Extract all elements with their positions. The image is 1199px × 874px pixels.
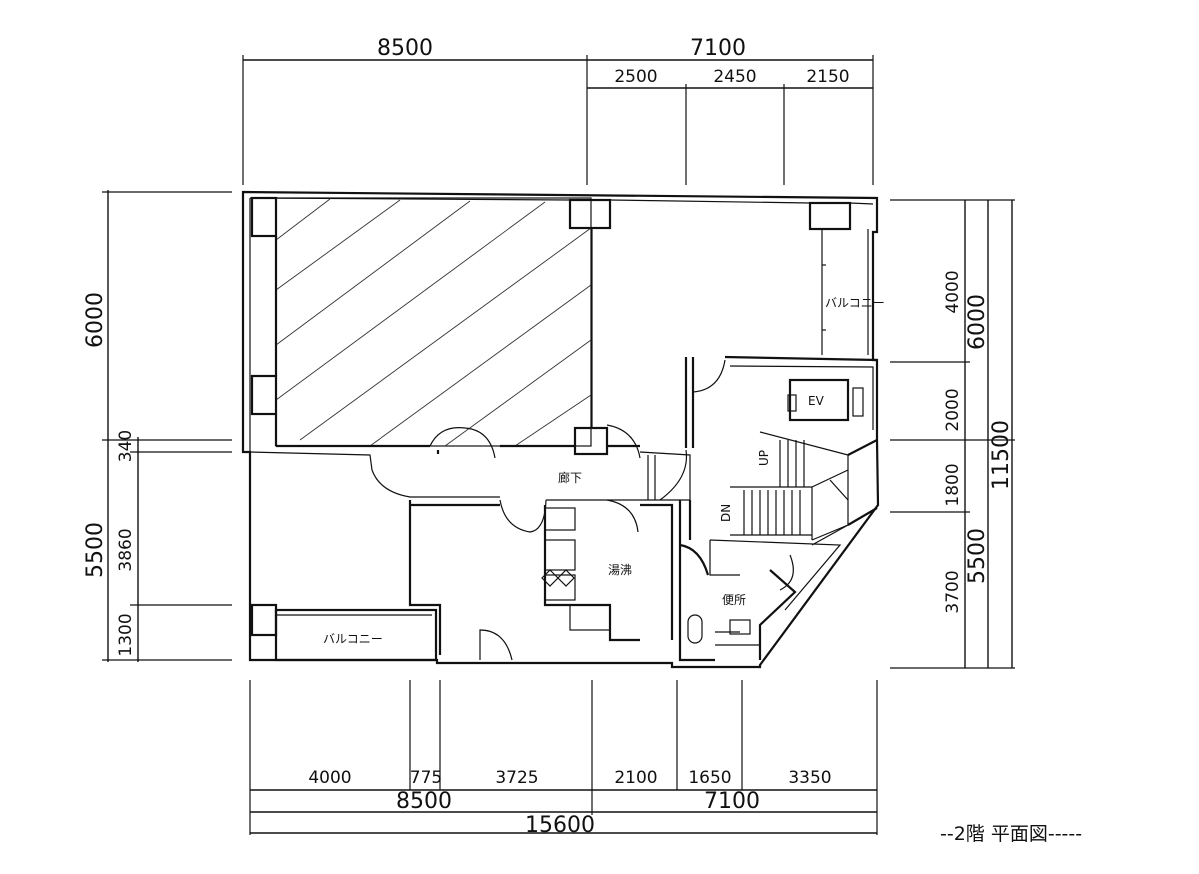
room-label-toilet: 便所 [722,593,746,607]
room-label-corridor: 廊下 [558,470,582,485]
toilet-area: 便所 [678,540,797,662]
dim-bottom-4000: 4000 [308,768,351,788]
dim-bottom-3350: 3350 [788,768,831,788]
top-dimensions: 8500 7100 2500 2450 2150 [242,36,874,185]
room-label-elevator: EV [808,394,825,408]
stair-label-up: UP [757,450,771,466]
dim-right-3700: 3700 [943,570,963,613]
dim-bottom-1650: 1650 [688,768,731,788]
exterior-walls [241,190,880,669]
dim-left-5500: 5500 [83,522,108,578]
dim-top-2150: 2150 [806,67,849,87]
dim-left-3860: 3860 [116,528,136,571]
hatched-area [275,197,592,447]
bottom-dimensions: 4000 775 3725 2100 1650 3350 8500 7100 1… [249,680,878,838]
right-dimensions: 4000 2000 1800 3700 6000 5500 11500 [890,199,1015,669]
dim-bottom-8500: 8500 [396,789,452,814]
dim-left-6000: 6000 [83,292,108,348]
dim-right-6000: 6000 [965,294,990,350]
room-label-balcony-top: バルコニー [825,296,885,310]
drawing-title: --2階 平面図----- [940,823,1082,845]
corridor-area: 廊下 [249,424,691,533]
stairs: UP DN [709,431,878,611]
dim-right-1800: 1800 [943,463,963,506]
elevator: EV [787,378,864,422]
dim-bottom-3725: 3725 [495,768,538,788]
dim-left-1300: 1300 [116,613,136,656]
dim-bottom-7100: 7100 [704,789,760,814]
kitchen-area: 湯沸 [408,500,674,661]
columns [250,196,852,637]
dim-bottom-775: 775 [410,768,442,788]
stair-label-down: DN [719,504,733,522]
left-dimensions: 6000 5500 340 3860 1300 [83,190,232,662]
room-label-kitchen: 湯沸 [608,563,632,577]
dim-top-8500: 8500 [377,36,433,61]
balcony-top-area: バルコニー [821,229,885,355]
dim-left-340: 340 [116,430,136,462]
dim-top-2450: 2450 [713,67,756,87]
balcony-bottom-area: バルコニー [274,608,438,662]
dim-top-2500: 2500 [614,67,657,87]
dim-right-11500: 11500 [989,420,1014,490]
dim-right-4000: 4000 [943,270,963,313]
dim-bottom-2100: 2100 [614,768,657,788]
core-walls [436,355,878,545]
dim-right-5500: 5500 [965,528,990,584]
dim-bottom-15600: 15600 [525,813,595,838]
dim-top-7100: 7100 [690,36,746,61]
room-label-balcony-bottom: バルコニー [323,632,383,646]
dim-right-2000: 2000 [943,388,963,431]
